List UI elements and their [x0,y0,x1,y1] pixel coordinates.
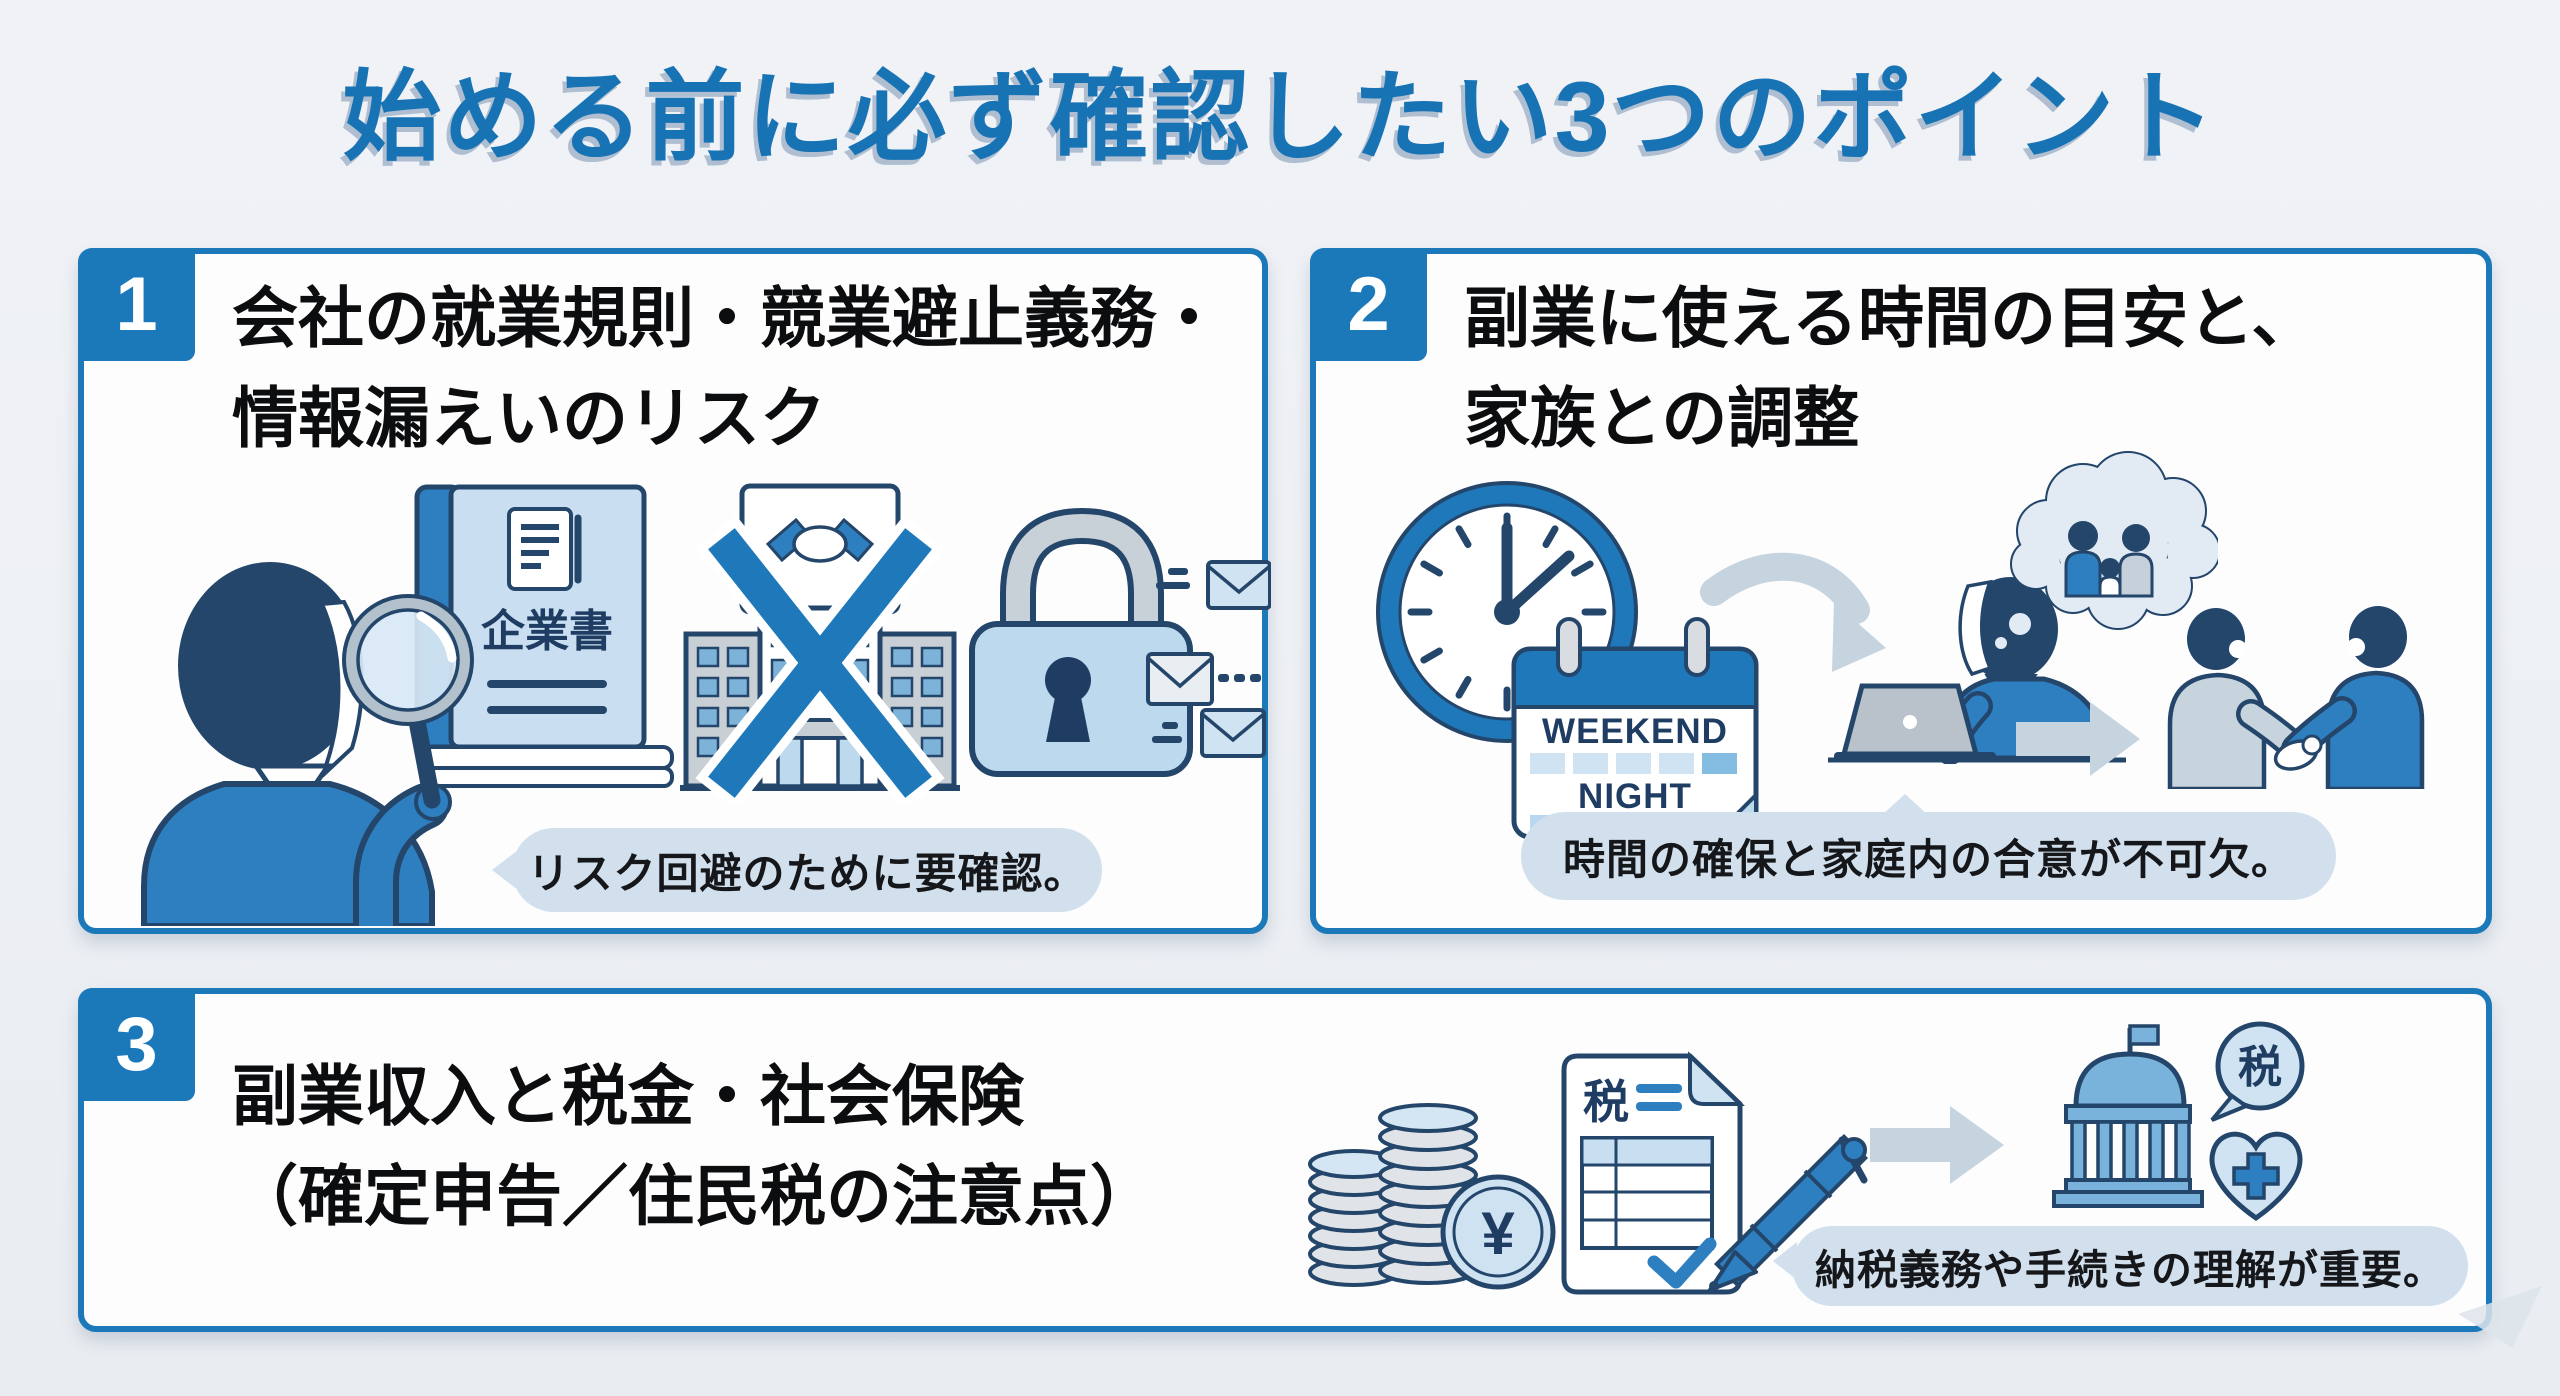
tax-document-pen-icon: 税 [1561,1051,1869,1295]
book-label: 企業書 [481,607,613,656]
padlock-mail-icon [969,507,1271,777]
pen-icon [1708,1133,1869,1292]
panel-2-speech-bubble: 時間の確保と家庭内の合意が不可欠。 [1521,794,2336,900]
panel-tax-insurance: 3 副業収入と税金・社会保険 （確定申告／住民税の注意点） ¥ [78,988,2492,1332]
page-title: 始める前に必ず確認したい3つのポイント [342,61,2218,172]
calendar-weekend-label: WEEKEND [1542,712,1728,751]
businessman-magnifier-icon [141,562,474,926]
panel-3-heading-line1: 副業収入と税金・社会保険 [232,1059,1024,1133]
handshake-people-icon [2167,606,2425,789]
tax-speech-icon: 税 [2210,1021,2305,1122]
health-heart-icon [2209,1131,2303,1222]
panel-3-heading: 副業収入と税金・社会保険 （確定申告／住民税の注意点） [232,1046,1156,1246]
curved-arrow-icon [1700,552,1886,672]
panel-2-bubble-text: 時間の確保と家庭内の合意が不可欠。 [1562,835,2294,883]
panel-2-heading-line1: 副業に使える時間の目安と、 [1464,281,2318,355]
no-compete-building-icon [680,483,960,802]
panel-time-family: 2 副業に使える時間の目安と、 家族との調整 [1310,248,2492,934]
panel-3-speech-bubble: 納税義務や手続きの理解が重要。 [1773,1226,2468,1306]
panel-1-heading-line2: 情報漏えいのリスク [232,381,826,455]
family-thought-bubble-icon [1991,451,2218,653]
yen-coins-icon: ¥ [1308,1103,1556,1290]
panel-2-number-badge: 2 [1310,248,1427,361]
panel-2-heading: 副業に使える時間の目安と、 家族との調整 [1464,268,2317,468]
panel-1-heading: 会社の就業規則・競業避止義務・ 情報漏えいのリスク [232,268,1222,468]
panel-1-bubble-text: リスク回避のために要確認。 [527,849,1087,897]
arrow-right-icon [2016,702,2140,776]
panel-3-bubble-text: 納税義務や手続きの理解が重要。 [1815,1247,2445,1293]
yen-symbol: ¥ [1481,1200,1515,1267]
panel-1-heading-line1: 会社の就業規則・競業避止義務・ [232,281,1222,355]
panel-3-number-badge: 3 [78,988,195,1101]
panel-1-speech-bubble: リスク回避のために要確認。 [492,828,1102,912]
calendar-night-label: NIGHT [1578,777,1692,816]
tax-doc-label: 税 [1583,1076,1629,1128]
government-building-icon [2052,1024,2204,1208]
arrow-right-icon [1870,1106,2004,1184]
panel-3-heading-line2: （確定申告／住民税の注意点） [232,1159,1156,1233]
calendar-icon: WEEKEND NIGHT [1511,617,1759,840]
panel-company-rules: 1 会社の就業規則・競業避止義務・ 情報漏えいのリスク 企業書 [78,248,1271,934]
panel-2-heading-line2: 家族との調整 [1464,381,1860,455]
tax-bubble-label: 税 [2238,1043,2282,1092]
panel-1-number-badge: 1 [78,248,195,361]
